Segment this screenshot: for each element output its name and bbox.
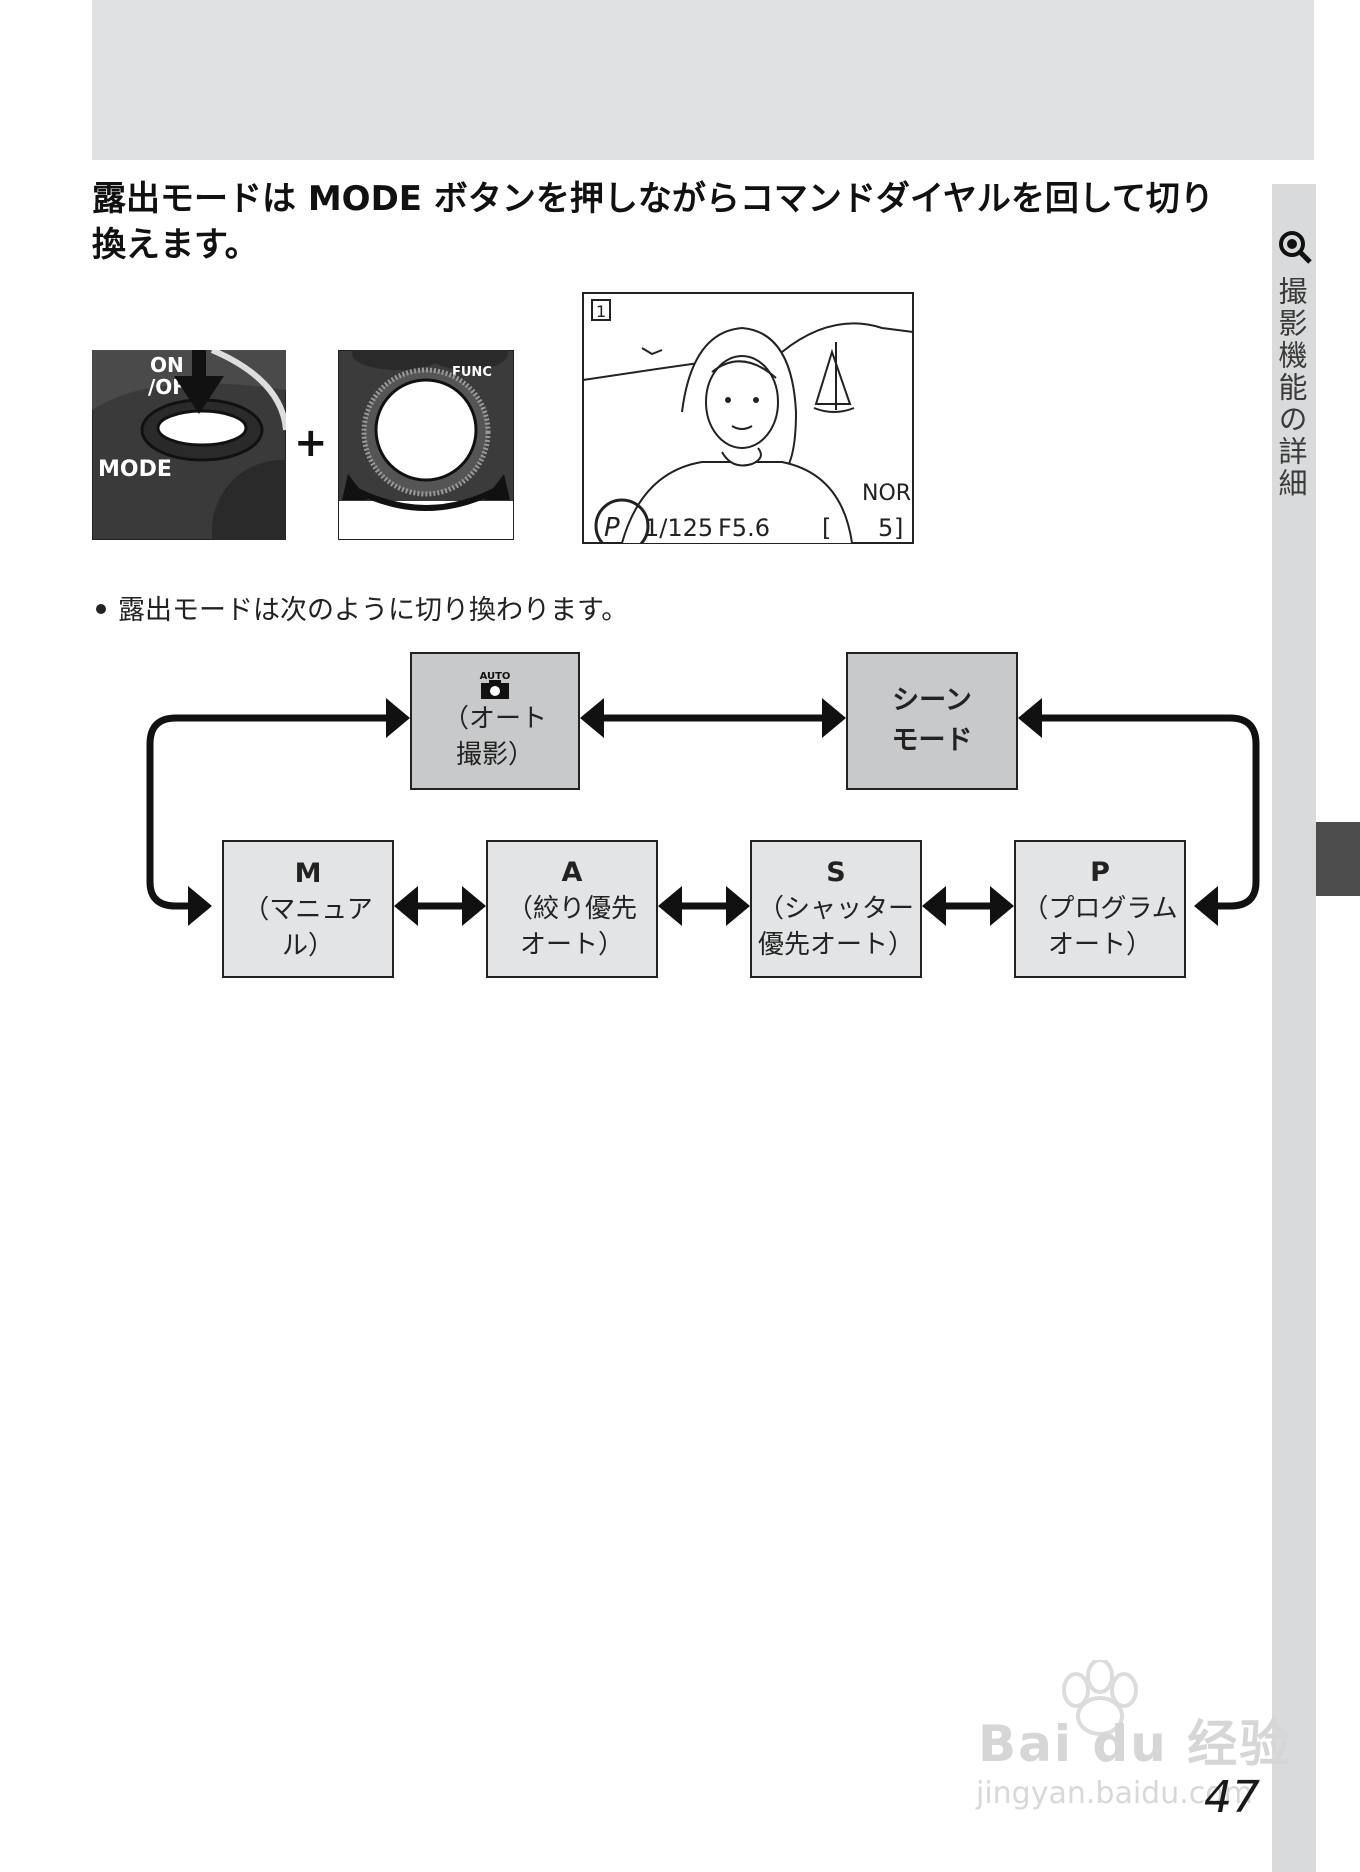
mode-box-p: P （プログラム オート）	[1014, 840, 1186, 978]
bullet-item: 露出モードは次のように切り換わります。	[96, 588, 628, 627]
bullet-text: 露出モードは次のように切り換わります。	[118, 595, 629, 626]
p-label-line1: （プログラム	[1022, 894, 1178, 924]
auto-label-line1: （オート	[442, 704, 547, 734]
side-section-label: 撮影機能の詳細	[1274, 276, 1308, 500]
mode-box-auto: AUTO （オート 撮影）	[410, 652, 580, 790]
watermark-paw-icon	[1062, 1660, 1138, 1736]
watermark-url: jingyan.baidu.com	[976, 1776, 1253, 1811]
auto-camera-icon: AUTO	[480, 671, 511, 699]
a-letter: A	[561, 857, 583, 888]
bullet-dot	[96, 603, 106, 614]
svg-text:]: ]	[894, 514, 903, 542]
a-label-line1: （絞り優先	[506, 894, 637, 924]
scene-label-line2: モード	[891, 725, 973, 756]
on-off-label: ON	[150, 353, 184, 377]
s-label-line2: 優先オート）	[757, 930, 914, 960]
watermark-text: Bai du 经验	[978, 1715, 1292, 1773]
magnifier-icon	[1274, 226, 1314, 266]
scene-label-line1: シーン	[892, 685, 972, 716]
mode-label: MODE	[98, 457, 172, 482]
p-letter: P	[1090, 857, 1110, 888]
lcd-quality: NORM	[862, 481, 914, 506]
page-heading: 露出モードは MODE ボタンを押しながらコマンドダイヤルを回して切り換えます。	[92, 179, 1214, 265]
mode-highlight-circle	[594, 498, 650, 544]
func-label: FUNC	[452, 365, 492, 380]
s-label-line1: （シャッター	[757, 894, 914, 924]
lcd-monitor-illustration: 1 NORM P 1/125 F5.6 [ 5 ]	[582, 292, 914, 544]
m-label: （マニュアル）	[243, 895, 373, 961]
lcd-shutter: 1/125	[644, 514, 713, 542]
top-header-band	[92, 0, 1314, 160]
auto-label-line2: 撮影）	[455, 740, 534, 770]
mode-box-a: A （絞り優先 オート）	[486, 840, 658, 978]
p-label-line2: オート）	[1047, 930, 1152, 960]
m-letter: M	[294, 858, 322, 889]
mode-box-m: M （マニュアル）	[222, 840, 394, 978]
lcd-shots: 5	[878, 514, 893, 542]
command-dial-illustration: FUNC	[338, 350, 514, 540]
side-chapter-tab	[1316, 822, 1360, 896]
mode-box-s: S （シャッター 優先オート）	[750, 840, 922, 978]
mode-button-illustration: ON /OFF MODE	[92, 350, 286, 540]
page-number: 47	[1204, 1772, 1260, 1823]
lcd-frame-number: 1	[596, 302, 606, 321]
side-thumb-bar	[1272, 184, 1316, 1872]
a-label-line2: オート）	[519, 930, 624, 960]
plus-sign: +	[294, 420, 328, 466]
svg-text:AUTO: AUTO	[480, 671, 511, 682]
lcd-aperture: F5.6	[718, 514, 770, 542]
svg-text:[: [	[822, 514, 831, 542]
mode-box-scene: シーン モード	[846, 652, 1018, 790]
lcd-mode: P	[604, 513, 620, 543]
s-letter: S	[826, 857, 846, 888]
